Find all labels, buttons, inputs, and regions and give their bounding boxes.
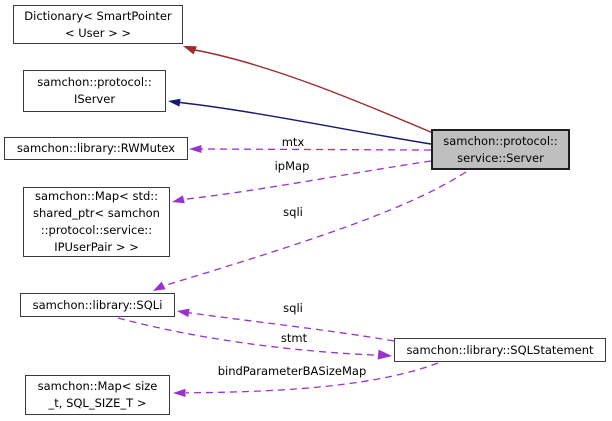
arrowhead-sqli-server [153,281,166,291]
node-server-focus: samchon::protocol:: service::Server [431,129,570,170]
node-label-line: samchon::protocol:: [443,133,558,148]
arrowhead-ipmap [172,195,185,204]
node-label-line: Dictionary< SmartPointer [24,8,172,23]
edge-label-sqli-server: sqli [283,205,303,219]
node-label-line: samchon::library::SQLStatement [406,342,594,357]
edge-label-bind-parameter: bindParameterBASizeMap [217,364,367,378]
node-sql-size-map[interactable]: samchon::Map< size _t, SQL_SIZE_T > [25,375,170,415]
node-label-line: service::Server [457,150,544,165]
node-label-line: samchon::Map< std:: [34,189,159,203]
edge-label-stmt: stmt [280,331,308,345]
node-ip-user-pair-map[interactable]: samchon::Map< std:: shared_ptr< samchon … [23,187,170,257]
node-label-line: shared_ptr< samchon [33,206,160,220]
node-label-line: IPUserPair > > [54,240,139,254]
node-sql-statement[interactable]: samchon::library::SQLStatement [394,338,606,362]
node-dictionary-smartpointer-user[interactable]: Dictionary< SmartPointer < User > > [13,5,183,44]
edge-sqli-statement [188,312,395,342]
node-label-line: samchon::Map< size [37,379,158,393]
node-sqli[interactable]: samchon::library::SQLi [20,293,175,317]
edge-private-inheritance [194,49,434,134]
node-label-line: _t, SQL_SIZE_T > [48,396,147,410]
edge-sqli-server [162,171,467,287]
node-label-line: IServer [73,92,116,106]
node-label-line: < User > > [64,25,132,40]
node-iserver[interactable]: samchon::protocol:: IServer [23,70,166,112]
arrowhead-stmt [377,349,392,360]
node-label-line: samchon::protocol:: [37,75,152,89]
node-rwmutex[interactable]: samchon::library::RWMutex [4,137,188,160]
arrowhead-bind-parameter [173,388,186,397]
edge-stmt [117,317,379,356]
node-label-line: samchon::library::RWMutex [16,141,176,155]
edge-label-sqli-statement: sqli [283,301,303,315]
arrowhead-private-inheritance [183,46,197,55]
node-label-line: ::protocol::service:: [40,223,153,237]
edge-label-mtx: mtx [281,135,305,149]
arrowhead-sqli-statement [177,308,190,318]
edge-label-ipmap: ipMap [274,159,310,173]
arrowhead-mtx [189,145,202,153]
edge-ipmap [182,160,432,201]
edge-mtx [199,148,432,151]
node-label-line: samchon::library::SQLi [32,297,163,312]
edge-public-inheritance [179,101,432,145]
arrowhead-public-inheritance [168,98,181,107]
